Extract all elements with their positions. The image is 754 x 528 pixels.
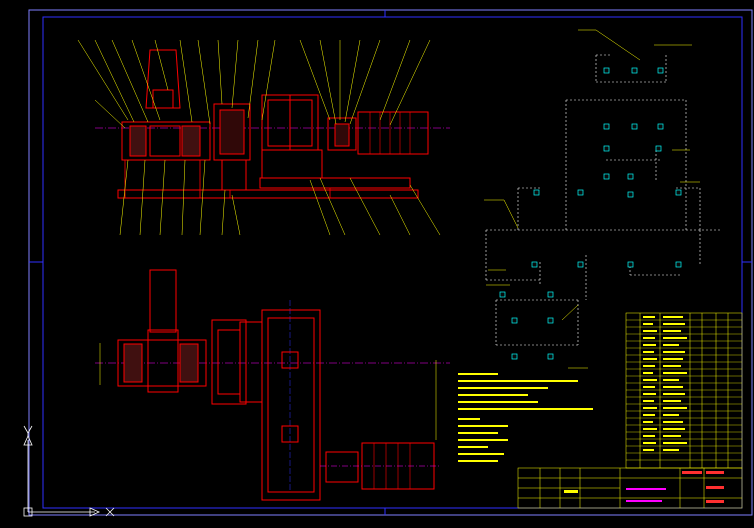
parts-list-rows	[626, 319, 742, 461]
parts-list	[625, 312, 743, 469]
front-view	[95, 49, 450, 199]
foundation-plan	[485, 54, 720, 346]
parts-list-entries	[643, 316, 687, 451]
title-block	[517, 467, 743, 509]
drawing-frame	[42, 16, 743, 509]
front-view-leaders	[77, 39, 441, 236]
title-block-fields	[564, 471, 724, 503]
ucs-icon	[23, 425, 115, 517]
foundation-leaders	[484, 29, 700, 369]
technical-notes	[458, 373, 593, 462]
foundation-anchor-bolts	[499, 67, 682, 360]
sheet-outer-border	[28, 9, 753, 516]
frame-ticks	[29, 10, 752, 515]
plan-view	[95, 269, 450, 501]
